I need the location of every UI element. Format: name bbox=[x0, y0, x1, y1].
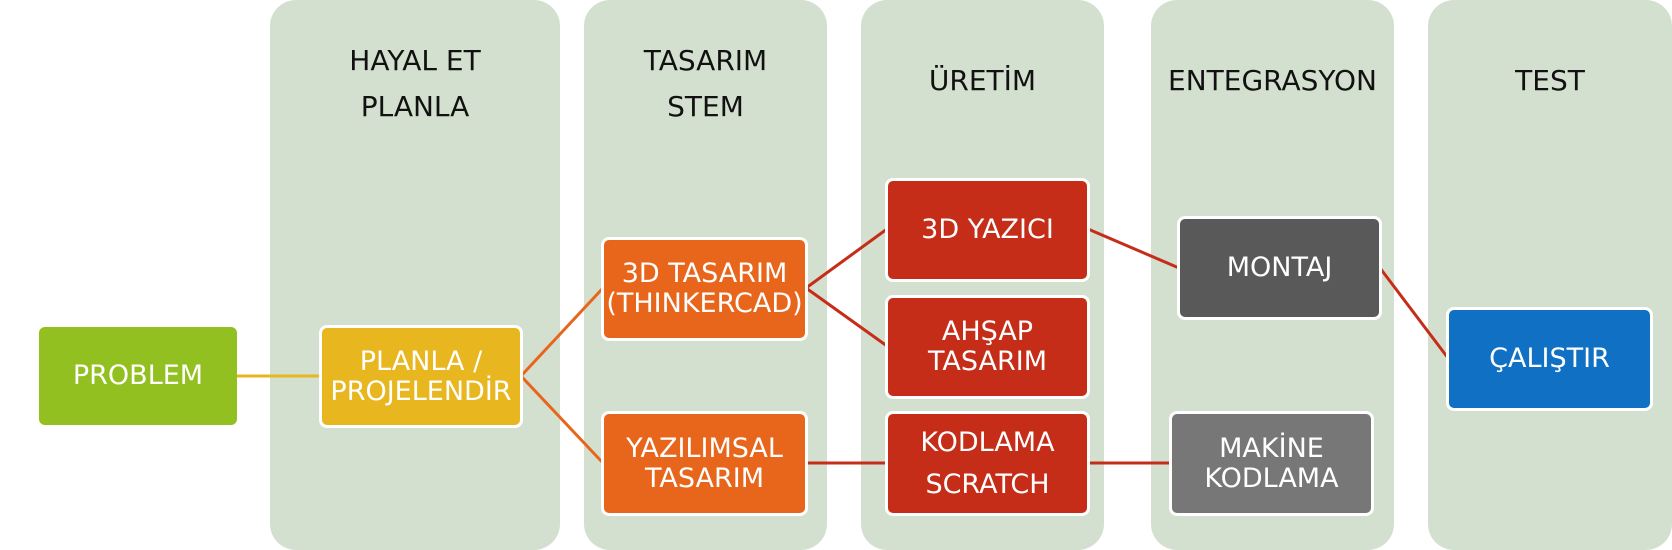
column-title: HAYAL ET PLANLA bbox=[349, 44, 481, 123]
edge-3d-tasarim-ahsap bbox=[805, 286, 888, 348]
edge-3d-yazici-montaj bbox=[1087, 227, 1180, 270]
column-test: TEST bbox=[1428, 0, 1672, 550]
node-3d-tasarim: 3D TASARIM (THINKERCAD) bbox=[601, 237, 808, 341]
column-title: TEST bbox=[1515, 64, 1585, 97]
node-yazilimsal-tasarim: YAZILIMSAL TASARIM bbox=[601, 411, 808, 516]
node-ahsap-tasarim: AHŞAP TASARIM bbox=[885, 295, 1090, 399]
column-title: ÜRETİM bbox=[928, 64, 1037, 97]
edge-montaj-calistir bbox=[1378, 267, 1450, 359]
node-planla-projelendir: PLANLA / PROJELENDİR bbox=[319, 325, 523, 428]
edge-planla-yazilimsal bbox=[519, 374, 605, 465]
node-calistir: ÇALIŞTIR bbox=[1446, 307, 1653, 411]
node-montaj: MONTAJ bbox=[1177, 216, 1382, 320]
edge-planla-3d-tasarim bbox=[519, 286, 605, 378]
column-title: ENTEGRASYON bbox=[1168, 64, 1377, 97]
edge-3d-tasarim-3d-yazici bbox=[805, 227, 888, 290]
column-title: TASARIM STEM bbox=[643, 44, 768, 123]
node-makine-kodlama: MAKİNE KODLAMA bbox=[1169, 411, 1374, 516]
node-problem: PROBLEM bbox=[39, 327, 237, 425]
node-3d-yazici: 3D YAZICI bbox=[885, 178, 1090, 282]
node-kodlama-scratch: KODLAMA SCRATCH bbox=[885, 411, 1090, 516]
column-hayal-et-planla: HAYAL ET PLANLA bbox=[270, 0, 560, 550]
